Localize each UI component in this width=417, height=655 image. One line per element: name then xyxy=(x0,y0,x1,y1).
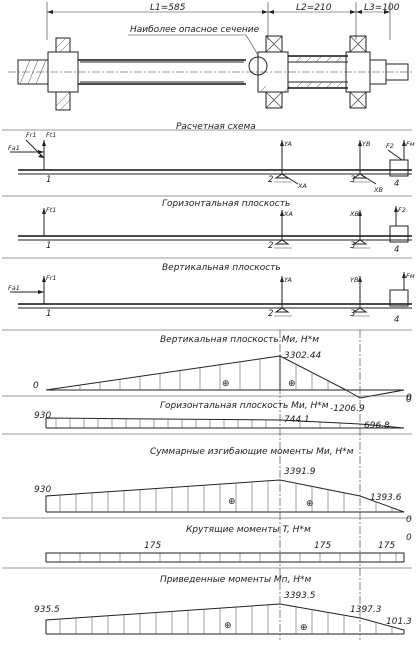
d5-val-3: 101.3 xyxy=(386,617,412,627)
label-fm: Fм xyxy=(406,140,415,148)
diagram-5-title: Приведенные моменты Mп, H*м xyxy=(160,575,312,585)
panel-scheme: Расчетная схема Fr1 Ft1 Fa1 1 YA XA 2 YB… xyxy=(2,122,415,194)
label-f2: F2 xyxy=(386,142,394,150)
d2-val-3: 0 xyxy=(406,395,412,405)
d4-val-3: 0 xyxy=(406,533,412,543)
d3-val-1: 3391.9 xyxy=(284,467,316,477)
section-1-v: 1 xyxy=(46,309,51,319)
d1-val-0: 0 xyxy=(33,381,39,391)
diagram-summary-moment: Суммарные изгибающие моменты Mи, H*м 930… xyxy=(34,447,412,525)
section-4-a: 4 xyxy=(394,179,399,189)
dim-l1: L1=585 xyxy=(150,3,186,13)
diagram-2-title: Горизонтальная плоскость Mи, H*м xyxy=(160,401,329,411)
d5-val-1: 3393.5 xyxy=(284,591,316,601)
panel-horizontal-title: Горизонтальная плоскость xyxy=(162,199,290,209)
diagram-4-title: Крутящие моменты T, H*м xyxy=(186,525,311,535)
d1-val-2: -1206.9 xyxy=(330,404,365,414)
d3-val-2: 1393.6 xyxy=(370,493,402,503)
dangerous-section-callout: Наиболее опасное сечение xyxy=(128,25,260,56)
label-xb: XB xyxy=(373,186,383,194)
callout-label: Наиболее опасное сечение xyxy=(130,25,260,35)
label-ya: YA xyxy=(284,140,292,148)
section-4-v: 4 xyxy=(394,315,399,325)
panel-vertical-title: Вертикальная плоскость xyxy=(162,263,281,273)
label-fr1: Fr1 xyxy=(26,131,37,139)
panel-scheme-title: Расчетная схема xyxy=(176,122,256,132)
diagram-reduced-moment: Приведенные моменты Mп, H*м 935.5 3393.5… xyxy=(34,575,412,635)
d4-val-2: 175 xyxy=(378,541,395,551)
label-ya-v: YA xyxy=(284,276,292,284)
dimension-lines: L1=585 L2=210 L3=100 xyxy=(46,2,400,40)
label-ft1: Ft1 xyxy=(46,131,56,139)
shaft-assembly xyxy=(8,35,412,111)
d2-val-2: 696.8 xyxy=(364,421,390,431)
d3-val-0: 930 xyxy=(34,485,51,495)
label-f2-h: F2 xyxy=(398,206,406,214)
label-ft1-h: Ft1 xyxy=(46,206,56,214)
label-fa1-v: Fa1 xyxy=(8,284,20,292)
section-3-a: 3 xyxy=(350,175,355,185)
label-fm-v: Fм xyxy=(406,272,415,280)
d3-plus-b: ⊕ xyxy=(306,499,314,509)
label-xa-h: XA xyxy=(283,210,293,218)
label-fr1-v: Fr1 xyxy=(46,274,57,282)
section-guides xyxy=(279,330,361,640)
label-yb: YB xyxy=(362,140,371,148)
d2-val-1: 744.1 xyxy=(284,415,310,425)
d2-val-0: 930 xyxy=(34,411,51,421)
section-3-h: 3 xyxy=(350,241,355,251)
diagram-3-title: Суммарные изгибающие моменты Mи, H*м xyxy=(150,447,354,457)
d1-val-3: 0 xyxy=(406,393,412,403)
section-2-h: 2 xyxy=(268,241,273,251)
d3-plus-a: ⊕ xyxy=(228,497,236,507)
d5-val-0: 935.5 xyxy=(34,605,60,615)
section-1-h: 1 xyxy=(46,241,51,251)
d1-val-1: 3302.44 xyxy=(284,351,321,361)
panel-vertical: Вертикальная плоскость Fr1 Fa1 1 YA 2 YB… xyxy=(8,263,415,325)
d1-plus-b: ⊕ xyxy=(288,379,296,389)
label-xa: XA xyxy=(297,182,307,190)
label-yb-v: YB xyxy=(350,276,359,284)
section-2-v: 2 xyxy=(268,309,273,319)
d5-plus-a: ⊕ xyxy=(224,621,232,631)
section-2-a: 2 xyxy=(268,175,273,185)
label-xb-h: XB xyxy=(349,210,359,218)
section-4-h: 4 xyxy=(394,245,399,255)
section-3-v: 3 xyxy=(350,309,355,319)
panel-horizontal: Горизонтальная плоскость Ft1 1 XA 2 XB 3… xyxy=(18,199,412,255)
section-1-a: 1 xyxy=(46,175,51,185)
d5-val-2: 1397.3 xyxy=(350,605,382,615)
d4-val-1: 175 xyxy=(314,541,331,551)
d5-plus-b: ⊕ xyxy=(300,623,308,633)
d1-plus-a: ⊕ xyxy=(222,379,230,389)
dim-l3: L3=100 xyxy=(364,3,400,13)
d3-val-3: 0 xyxy=(406,515,412,525)
d4-val-0: 175 xyxy=(144,541,161,551)
dim-l2: L2=210 xyxy=(296,3,332,13)
diagram-1-title: Вертикальная плоскость Mи, H*м xyxy=(160,335,319,345)
diagram-torque: Крутящие моменты T, H*м 175 175 175 0 xyxy=(45,525,412,563)
label-fa1: Fa1 xyxy=(8,144,20,152)
